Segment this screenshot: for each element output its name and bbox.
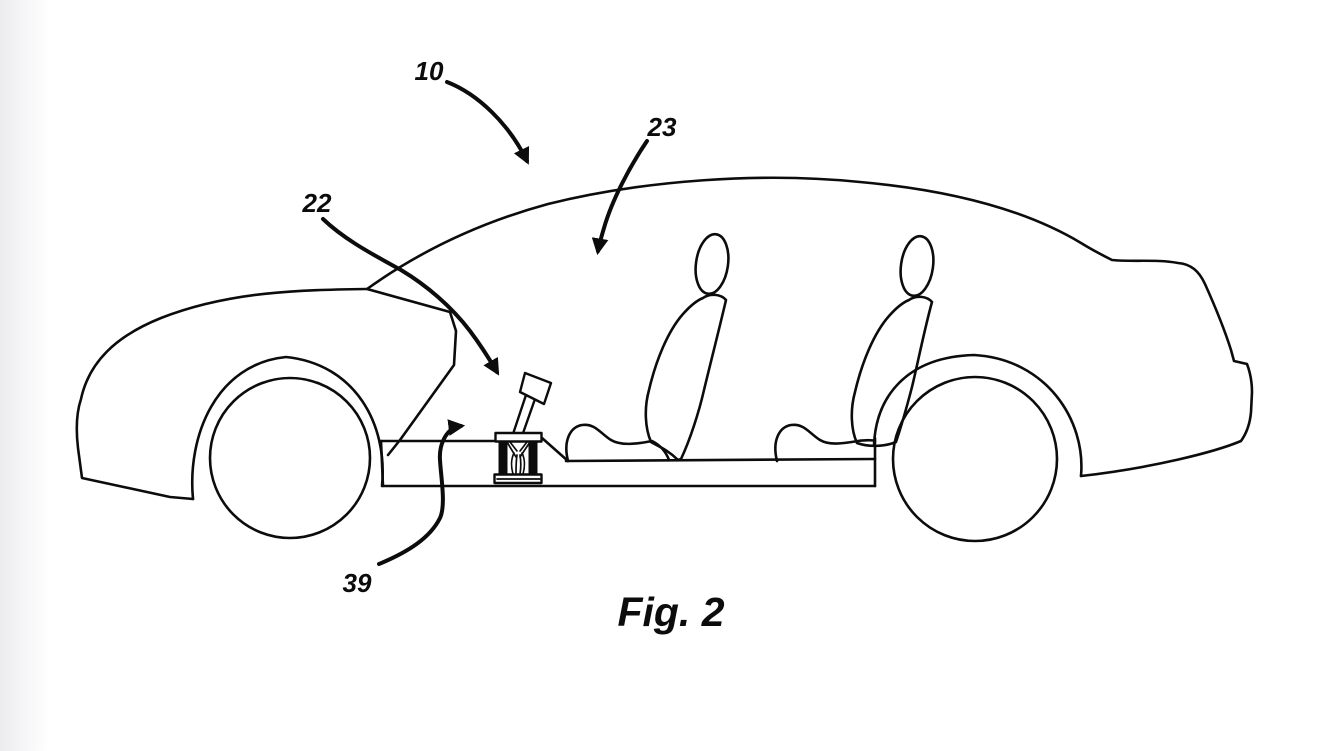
leader-arrow-23 [591,139,649,256]
rear-seat [774,234,935,463]
shifter-housing-right-column [528,440,538,476]
platform-top-line [564,457,877,463]
ref-label-39: 39 [343,568,372,598]
front-wheel-arch [190,355,384,501]
figure-caption: Fig. 2 [617,589,724,635]
front-seat [565,232,730,463]
ref-label-10: 10 [415,56,444,86]
floor-platform [379,436,877,488]
reference-numerals: 10 22 23 39 [302,56,677,598]
leader-arrows [321,80,649,566]
rear-seat-headrest [899,234,935,298]
shifter-housing-left-column [498,440,508,476]
front-seat-backrest [644,293,728,462]
shifter-mechanism-linkage [506,441,531,475]
rear-wheel-arch [872,353,1083,478]
front-wheel [208,376,372,540]
shifter-lever-shaft [511,393,537,438]
rear-seat-backrest [850,295,934,448]
leader-arrow-39 [377,419,466,566]
shifter-housing-top-bar [494,431,543,443]
car-body-outline [75,176,1254,501]
shifter-knob [518,371,553,406]
gear-shifter-assembly [493,371,553,485]
ref-label-22: 22 [302,188,332,218]
leader-arrow-22 [321,217,500,376]
ref-label-23: 23 [647,112,677,142]
a-pillar-door-line [365,287,458,457]
shifter-ramp-line [540,436,570,463]
floor-left-edge [379,439,385,488]
leader-arrow-10 [445,80,530,165]
front-seat-headrest [694,232,730,296]
rear-wheel [891,375,1059,543]
rear-seat-cushion [774,423,877,463]
car-body [75,176,1254,543]
